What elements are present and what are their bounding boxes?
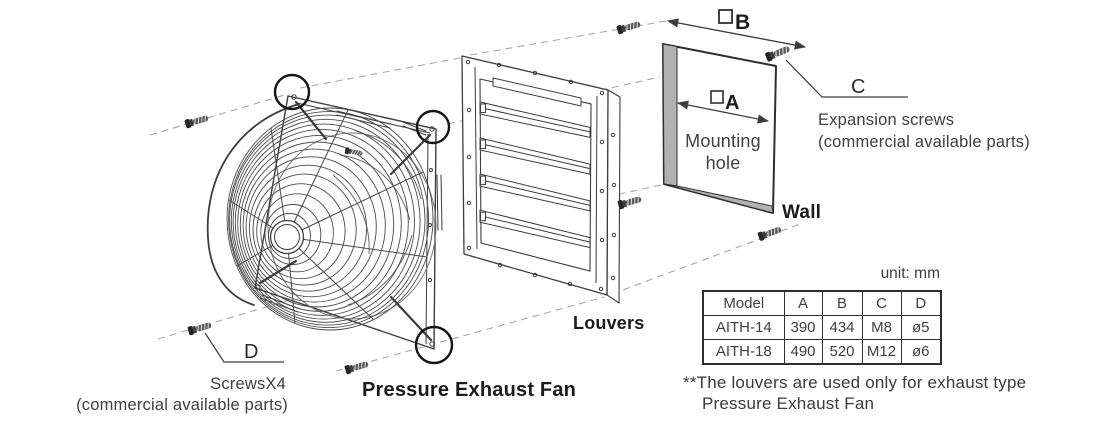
- fan-grille: [226, 107, 434, 331]
- dim-a-line: [676, 100, 770, 124]
- spec-cell: 520: [821, 339, 863, 365]
- footnote: **The louvers are used only for exhaust …: [683, 372, 1083, 414]
- spec-cell: 490: [783, 339, 823, 365]
- spec-cell-model: AITH-14: [702, 315, 785, 340]
- dim-b: B: [666, 9, 807, 50]
- spec-cell: 390: [783, 315, 823, 340]
- spec-cell-model: AITH-18: [702, 339, 785, 365]
- spec-col-header: B: [821, 290, 863, 316]
- mounting-hole-label-2: hole: [706, 153, 741, 173]
- spec-col-header: Model: [702, 290, 785, 316]
- fan-blades: [332, 130, 422, 306]
- fan-hub: [269, 219, 305, 255]
- louvers-label: Louvers: [573, 313, 644, 333]
- fan-mounting-plate: [254, 94, 443, 350]
- expansion-screw-callout: C Expansion screws (commercial available…: [785, 59, 1030, 151]
- exhaust-fan-drawing: [206, 73, 454, 365]
- expansion-screw-icon: [764, 43, 792, 63]
- ref-c-label: C: [851, 76, 866, 98]
- spec-table: Model A B C D AITH-14 390 434 M8 ø5 AITH…: [702, 290, 942, 365]
- louver-drawing: [461, 55, 621, 305]
- screws-sublabel: (commercial available parts): [76, 396, 288, 414]
- spec-table-row: AITH-14 390 434 M8 ø5: [702, 315, 942, 340]
- fan-brackets: [206, 100, 433, 342]
- mounting-hole-label-1: Mounting: [685, 131, 761, 151]
- louver-slats: [479, 101, 591, 249]
- fan-label: Pressure Exhaust Fan: [362, 379, 576, 401]
- footnote-line-2: Pressure Exhaust Fan: [702, 394, 875, 413]
- wall-drawing: A Mounting hole Wall: [662, 43, 821, 223]
- screws-x4-label: ScrewsX4: [210, 375, 286, 393]
- spec-cell: 434: [821, 315, 863, 340]
- dim-b-label: B: [735, 11, 750, 34]
- expansion-screws-sublabel: (commercial available parts): [818, 133, 1030, 151]
- corner-callout-circles: [273, 73, 454, 365]
- spec-cell: ø6: [900, 339, 942, 365]
- screw-icon: [183, 113, 210, 130]
- spec-cell: ø5: [900, 315, 942, 340]
- spec-col-header: A: [783, 290, 823, 316]
- footnote-line-1: **The louvers are used only for exhaust …: [683, 373, 1027, 392]
- unit-label: unit: mm: [880, 265, 940, 282]
- screw-icon: [343, 359, 370, 376]
- spec-col-header: D: [900, 290, 942, 316]
- square-symbol-b: [718, 9, 733, 24]
- screw-icon: [186, 320, 213, 337]
- fan-housing-ring: [267, 132, 437, 320]
- screw-icon: [616, 194, 643, 211]
- expansion-screw-icon: [756, 224, 783, 242]
- ref-d-label: D: [244, 341, 259, 363]
- spec-cell: M8: [861, 315, 902, 340]
- wall-label: Wall: [782, 202, 821, 223]
- expansion-screws-label: Expansion screws: [818, 111, 954, 129]
- spec-table-header-row: Model A B C D: [702, 290, 942, 316]
- spec-cell: M12: [861, 339, 902, 365]
- screw-icon: [615, 19, 642, 36]
- screws-callout: D ScrewsX4 (commercial available parts): [76, 332, 288, 414]
- dim-a-label: A: [725, 92, 740, 114]
- spec-table-row: AITH-18 490 520 M12 ø6: [702, 339, 942, 365]
- spec-col-header: C: [861, 290, 902, 316]
- square-symbol-a: [710, 90, 724, 104]
